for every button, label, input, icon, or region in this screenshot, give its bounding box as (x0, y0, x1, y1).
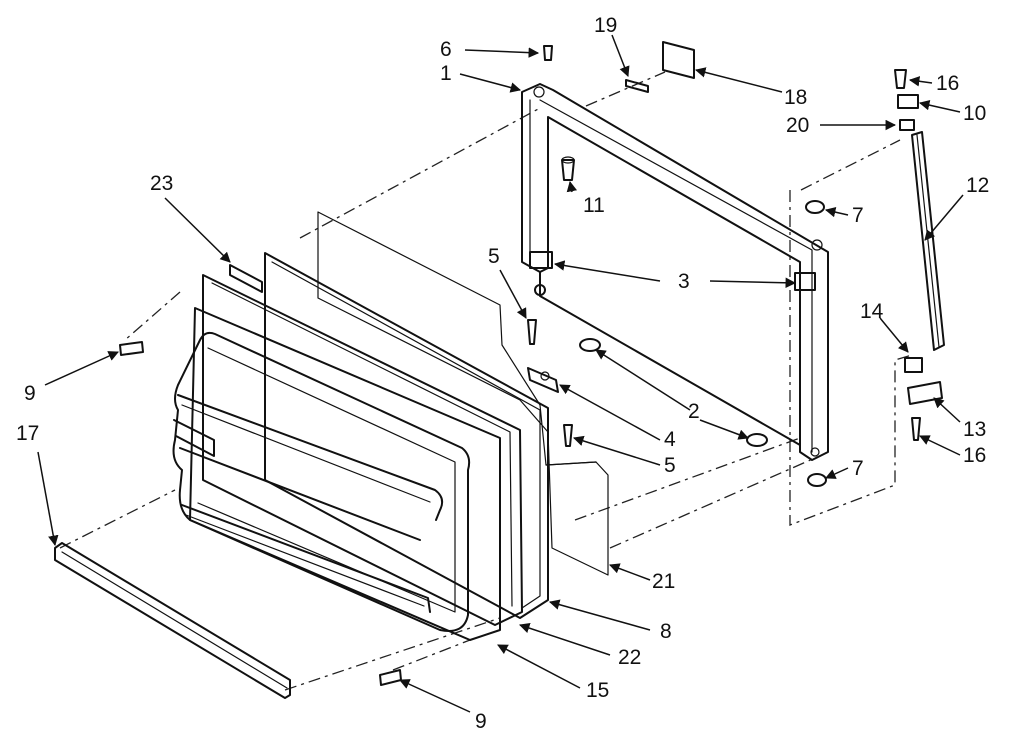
callout-6: 6 (440, 38, 452, 61)
part-7-caps (805, 200, 827, 487)
part-9-screws (119, 341, 402, 686)
part-18-plate (662, 41, 695, 79)
part-15-door-panel (189, 307, 501, 641)
callout-7-bottom: 7 (852, 457, 864, 480)
callout-1: 1 (440, 62, 452, 85)
door-liner (172, 331, 471, 632)
callout-15: 15 (586, 679, 609, 702)
callout-9-bottom: 9 (475, 710, 487, 733)
callout-12: 12 (966, 174, 989, 197)
part-1-frame (521, 83, 829, 461)
callout-22: 22 (618, 646, 641, 669)
part-6-screw (543, 45, 553, 61)
callout-14: 14 (860, 300, 884, 323)
part-4-clip (527, 367, 559, 393)
callout-10: 10 (963, 102, 986, 125)
part-20-washer (899, 119, 915, 131)
callout-5-top: 5 (488, 245, 500, 268)
part-19-pin (625, 79, 649, 93)
part-17-bottom-trim (54, 542, 291, 699)
part-10-hinge-plate (897, 94, 919, 109)
callout-9-left: 9 (24, 382, 36, 405)
callout-13: 13 (963, 418, 986, 441)
callout-21: 21 (652, 570, 675, 593)
callout-18: 18 (784, 86, 807, 109)
part-16-bottom-screw (911, 417, 921, 441)
callout-3: 3 (678, 270, 690, 293)
callout-17: 17 (16, 422, 39, 445)
part-3-brackets (529, 251, 816, 291)
callout-16-top: 16 (936, 72, 959, 95)
part-22-gasket (264, 252, 549, 619)
part-5-screws (527, 284, 573, 447)
part-14-hinge-block (904, 357, 923, 373)
callout-7-top: 7 (852, 204, 864, 227)
part-11-cap (561, 156, 575, 181)
callout-23: 23 (150, 172, 173, 195)
part-2-feet (579, 338, 768, 447)
callout-16-bottom: 16 (963, 444, 986, 467)
part-8-door-frame (202, 274, 523, 626)
callout-5-bottom: 5 (664, 454, 676, 477)
part-21-foam-panel (317, 211, 609, 576)
part-12-hinge-rod (911, 131, 945, 351)
assembly-guide-lines (59, 71, 913, 691)
callout-20: 20 (786, 114, 809, 137)
leader-lines (37, 34, 964, 713)
callout-8: 8 (660, 620, 672, 643)
part-23-trim-strip (229, 264, 263, 293)
callout-11: 11 (583, 194, 605, 217)
callout-19: 19 (594, 14, 617, 37)
callout-labels: 6 1 19 18 16 10 20 11 7 12 23 5 3 14 2 4… (16, 14, 989, 733)
callout-2: 2 (688, 400, 700, 423)
callout-4: 4 (664, 428, 676, 451)
part-16-top-screw (894, 69, 907, 89)
